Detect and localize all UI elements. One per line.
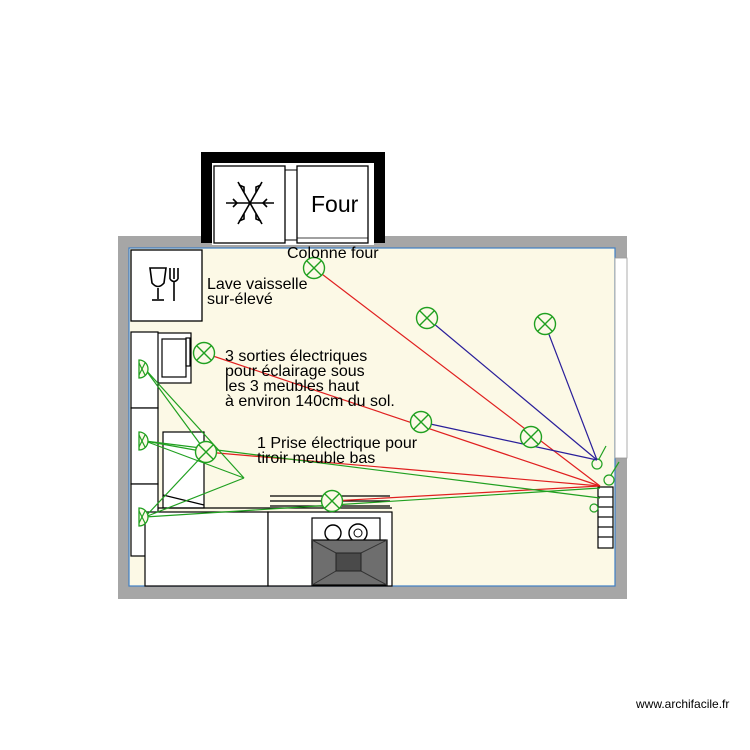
light-point-icon bbox=[533, 312, 557, 336]
light-point-icon bbox=[415, 306, 439, 330]
oven-column bbox=[201, 152, 385, 245]
lighting-outlets-note: 3 sorties électriques pour éclairage sou… bbox=[225, 348, 395, 410]
light-point-icon bbox=[409, 410, 433, 434]
dishwasher bbox=[130, 249, 203, 322]
cooker bbox=[311, 517, 388, 586]
wires-red bbox=[203, 267, 601, 502]
drawer-outlet-note: 1 Prise électrique pour tiroir meuble ba… bbox=[257, 435, 418, 467]
light-point-icon bbox=[194, 440, 218, 464]
wires-blue bbox=[420, 317, 598, 461]
snowflake-icon bbox=[226, 181, 274, 225]
sink bbox=[156, 332, 192, 384]
oven bbox=[296, 165, 369, 244]
oven-column-label: Colonne four bbox=[287, 245, 379, 262]
light-point-icon bbox=[192, 341, 216, 365]
watermark: www.archifacile.fr bbox=[636, 697, 730, 711]
light-point-icon bbox=[519, 425, 543, 449]
wine-glass-fork-icon bbox=[149, 267, 179, 301]
window bbox=[614, 257, 628, 459]
oven-label: Four bbox=[311, 191, 359, 217]
light-point-icon bbox=[320, 489, 344, 513]
wires-green bbox=[144, 368, 601, 518]
electrical-panel-icon bbox=[597, 486, 614, 549]
dishwasher-label: Lave vaisselle sur-élevé bbox=[207, 276, 308, 308]
switch-icon bbox=[589, 445, 620, 513]
left-counter bbox=[130, 331, 205, 557]
